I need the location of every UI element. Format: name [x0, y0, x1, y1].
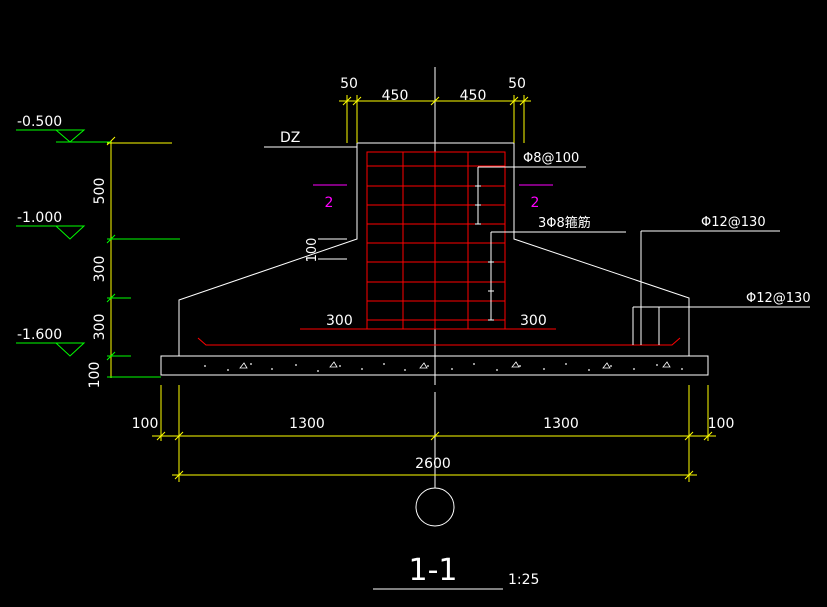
bottom-dim-1300-left: 1300 — [289, 416, 325, 432]
bottom-dim-100-left: 100 — [132, 416, 159, 432]
tie-bars-label: 3Φ8箍筋 — [538, 215, 591, 231]
level-marker-1: -0.500 — [16, 114, 111, 143]
top-dim-50-left: 50 — [340, 76, 358, 92]
foundation-outline — [178, 142, 690, 357]
bottom-dimension-line — [152, 385, 716, 482]
stirrup-label: Φ8@100 — [523, 151, 579, 166]
haunch-left-label: 300 — [326, 313, 353, 329]
blinding-layer — [160, 355, 709, 376]
column-label: DZ — [280, 130, 300, 146]
section-mark-left: 2 — [313, 184, 347, 211]
cover-label: 100 — [305, 238, 320, 263]
section-mark-left-label: 2 — [325, 195, 334, 211]
haunch-right-label: 300 — [520, 313, 547, 329]
leaders — [475, 166, 810, 345]
left-dim-300-upper: 300 — [92, 256, 108, 283]
mesh-y-label: Φ12@130 — [701, 215, 766, 230]
level-marker-3: -1.600 — [16, 327, 86, 357]
left-dimension-ticks — [106, 234, 180, 378]
mesh-x-label: Φ12@130 — [746, 291, 811, 306]
level-marker-2: -1.000 — [16, 210, 86, 240]
top-dim-450-left: 450 — [382, 88, 409, 104]
section-mark-right: 2 — [519, 184, 553, 211]
section-mark-right-label: 2 — [531, 195, 540, 211]
level-3-text: -1.600 — [17, 327, 62, 343]
level-1-text: -0.500 — [17, 114, 62, 130]
top-dimension-line — [339, 95, 531, 143]
drawing-title: 1-1 1:25 — [373, 553, 539, 590]
top-dim-450-right: 450 — [460, 88, 487, 104]
rebar — [197, 151, 681, 346]
blinding-hatch — [204, 363, 683, 372]
top-dim-50-right: 50 — [508, 76, 526, 92]
left-dim-100: 100 — [87, 362, 103, 389]
section-title: 1-1 — [409, 553, 458, 588]
left-dim-300-lower: 300 — [92, 314, 108, 341]
left-dim-500: 500 — [92, 178, 108, 205]
level-2-text: -1.000 — [17, 210, 62, 226]
bottom-dim-total: 2600 — [415, 456, 451, 472]
left-dimension-line — [106, 136, 172, 378]
bottom-dim-100-right: 100 — [708, 416, 735, 432]
bottom-dim-1300-right: 1300 — [543, 416, 579, 432]
axis-bubble — [415, 487, 455, 527]
section-scale: 1:25 — [508, 572, 539, 588]
